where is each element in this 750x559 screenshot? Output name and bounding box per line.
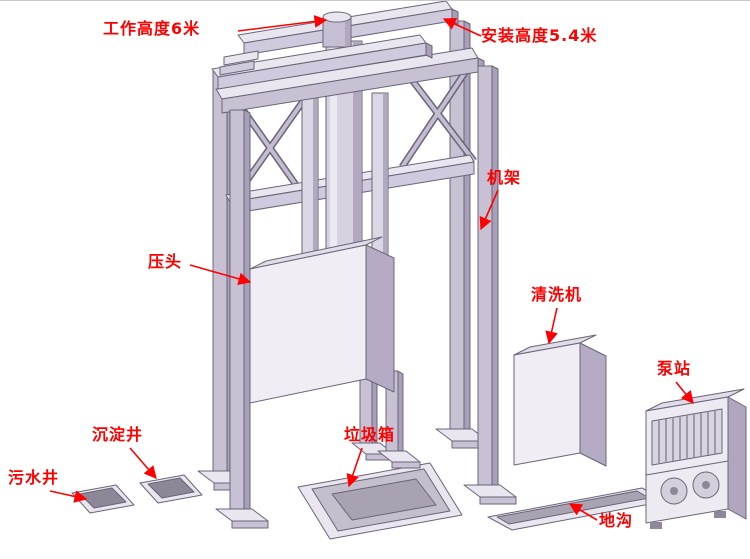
arrow-garbage-bin bbox=[346, 447, 363, 488]
label-washer: 清洗机 bbox=[531, 285, 583, 304]
press-box-legs bbox=[351, 370, 421, 469]
pump-seam-line bbox=[645, 460, 729, 476]
rear-right-column-side bbox=[463, 20, 471, 439]
label-sewage-well: 污水井 bbox=[8, 468, 60, 487]
front-right-column bbox=[477, 65, 493, 492]
label-working-height: 工作高度6米 bbox=[103, 19, 201, 38]
label-settling-well: 沉淀井 bbox=[92, 425, 144, 444]
washer-side-face bbox=[579, 342, 607, 467]
settling-pit-hole bbox=[147, 477, 195, 499]
pump-foot-left bbox=[650, 522, 662, 529]
arrow-pump-station bbox=[675, 381, 694, 404]
left-guide-rod-shade bbox=[313, 98, 317, 262]
label-garbage-bin: 垃圾箱 bbox=[344, 425, 396, 444]
label-trench: 地沟 bbox=[599, 511, 634, 530]
garbage-pit-bottom bbox=[331, 478, 437, 521]
ram-cap-shade bbox=[345, 18, 350, 46]
rail-end-plate-lower bbox=[219, 60, 255, 76]
arrow-press-head bbox=[189, 264, 252, 286]
right-guide-rod-shade bbox=[383, 94, 387, 262]
label-frame: 机架 bbox=[487, 168, 522, 187]
pump-side-face bbox=[727, 396, 747, 520]
box-leg-2-base-skirt bbox=[391, 461, 421, 469]
arrow-washer bbox=[545, 307, 558, 345]
front-right-base bbox=[463, 484, 517, 498]
hydraulic-cylinders bbox=[301, 40, 389, 270]
arrow-settling-well bbox=[129, 447, 157, 479]
press-box-front-face bbox=[249, 244, 367, 404]
main-ram-shade bbox=[353, 42, 361, 268]
pump-fan-right-hub bbox=[702, 481, 710, 489]
front-right-base-skirt bbox=[479, 496, 517, 505]
press-head-box bbox=[249, 236, 395, 404]
front-columns bbox=[215, 65, 517, 529]
arrow-sewage-well bbox=[49, 490, 88, 503]
rear-rail-end bbox=[451, 8, 459, 25]
garbage-pit bbox=[297, 462, 463, 540]
washer-front-face bbox=[513, 342, 581, 466]
front-left-column-side bbox=[243, 109, 251, 519]
box-leg-2-side bbox=[397, 370, 404, 461]
arrow-frame bbox=[479, 189, 499, 231]
label-press-head: 压头 bbox=[148, 252, 183, 271]
pump-foot-right bbox=[714, 511, 726, 518]
rail-end-plate-upper bbox=[223, 50, 259, 66]
front-right-column-side bbox=[491, 65, 499, 495]
front-left-column bbox=[229, 109, 245, 516]
sewage-pit-hole bbox=[79, 487, 127, 509]
pump-louver-slats bbox=[658, 410, 716, 464]
label-pump-station: 泵站 bbox=[657, 359, 692, 378]
top-platform bbox=[211, 1, 485, 114]
settling-pit bbox=[139, 474, 203, 504]
pump-fan-left-hub bbox=[670, 487, 678, 495]
front-left-base-skirt bbox=[231, 520, 269, 529]
front-rail-end bbox=[425, 42, 433, 59]
arrow-working-height bbox=[237, 15, 328, 32]
arrow-trench bbox=[568, 503, 598, 521]
annotation-arrows bbox=[49, 15, 694, 521]
sewage-pit bbox=[71, 484, 135, 514]
ram-cap-top bbox=[322, 11, 352, 23]
pump-station-unit bbox=[645, 388, 747, 529]
front-left-base bbox=[215, 508, 269, 522]
main-ram-highlight bbox=[330, 42, 337, 268]
label-install-height: 安装高度5.4米 bbox=[481, 26, 598, 45]
arrow-install-height bbox=[442, 17, 482, 37]
press-box-side-face bbox=[365, 244, 395, 393]
washer-unit bbox=[513, 334, 607, 467]
